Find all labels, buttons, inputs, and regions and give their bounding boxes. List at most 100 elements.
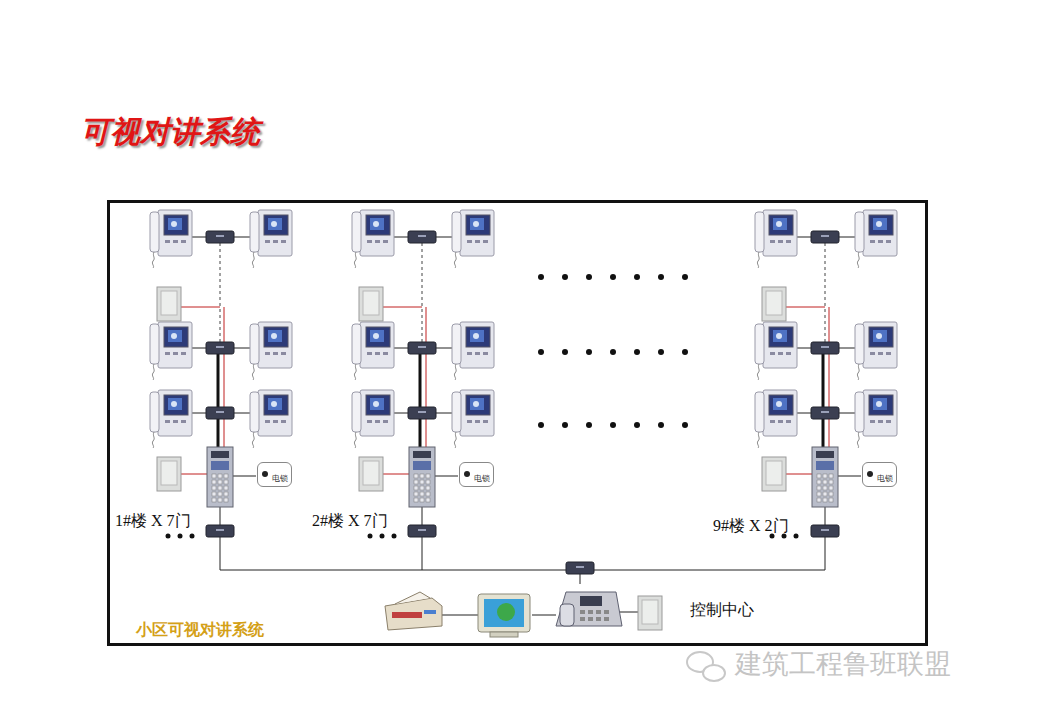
indoor-monitor [352, 322, 394, 380]
indoor-monitor [755, 210, 797, 268]
distributor-led [821, 346, 829, 348]
continuation-dot [392, 534, 397, 539]
main-bus [220, 570, 825, 571]
power-wire [829, 307, 830, 447]
riser-dashed [220, 243, 221, 342]
power-wire [181, 474, 207, 475]
distributor-led [216, 529, 224, 531]
bus-drop [220, 537, 221, 570]
distributor [206, 407, 234, 419]
power-wire [786, 474, 812, 475]
wire [620, 612, 638, 613]
indoor-monitor [855, 210, 897, 268]
indoor-monitor [755, 322, 797, 380]
wechat-icon [687, 652, 725, 681]
building-label: 2#楼 X 7门 [312, 511, 388, 530]
distributor [811, 407, 839, 419]
continuation-dot [166, 534, 171, 539]
printer [385, 592, 442, 630]
continuation-dot [562, 349, 568, 355]
continuation-dot [538, 274, 544, 280]
wire [580, 574, 581, 584]
indoor-monitor [150, 210, 192, 268]
continuation-dot [658, 349, 664, 355]
continuation-dot [538, 349, 544, 355]
riser-bus [419, 354, 422, 447]
indoor-monitor [452, 390, 494, 448]
power-wire [224, 307, 225, 447]
distributor [566, 562, 594, 574]
continuation-dot [610, 422, 616, 428]
power-supply [157, 457, 181, 491]
electric-lock: 电锁 [257, 462, 292, 487]
continuation-dot [634, 422, 640, 428]
electric-lock: 电锁 [459, 462, 494, 487]
door-station [409, 447, 435, 507]
continuation-dot [682, 349, 688, 355]
distributor-led [418, 346, 426, 348]
distributor [408, 342, 436, 354]
indoor-monitor [150, 390, 192, 448]
power-wire [786, 307, 825, 308]
distributor-led [418, 235, 426, 237]
indoor-monitor [250, 210, 292, 268]
distributor-led [821, 235, 829, 237]
lock-dot [464, 471, 470, 477]
electric-lock: 电锁 [862, 462, 897, 487]
door-station [812, 447, 838, 507]
bus-drop [825, 537, 826, 570]
distributor-led [418, 529, 426, 531]
continuation-dot [682, 274, 688, 280]
frame-caption: 小区可视对讲系统 [136, 620, 264, 641]
lock-wire [233, 476, 256, 477]
continuation-dot [586, 349, 592, 355]
power-supply [762, 287, 786, 321]
power-wire [426, 307, 427, 447]
riser-bus [822, 354, 825, 447]
distributor-led [216, 346, 224, 348]
indoor-monitor [855, 322, 897, 380]
power-wire [383, 474, 409, 475]
watermark: 建筑工程鲁班联盟 [735, 648, 951, 680]
continuation-dot [562, 422, 568, 428]
lock-dot [262, 471, 268, 477]
continuation-dot [610, 274, 616, 280]
power-supply [157, 287, 181, 321]
distributor-led [216, 235, 224, 237]
computer [478, 594, 530, 637]
distributor [206, 342, 234, 354]
distributor-led [821, 529, 829, 531]
indoor-monitor [150, 322, 192, 380]
indoor-monitor [855, 390, 897, 448]
lock-wire [838, 476, 861, 477]
building-label: 1#楼 X 7门 [115, 511, 191, 530]
indoor-monitor [755, 390, 797, 448]
building-label: 9#楼 X 2门 [713, 516, 789, 535]
wire [532, 615, 556, 616]
distributor-led [821, 411, 829, 413]
lock-wire [435, 476, 458, 477]
distributor [206, 231, 234, 243]
power-wire [181, 307, 220, 308]
lock-label: 电锁 [474, 466, 490, 484]
distributor [206, 525, 234, 537]
bus-drop [422, 537, 423, 570]
indoor-monitor [452, 322, 494, 380]
continuation-dot [586, 274, 592, 280]
distributor [811, 342, 839, 354]
continuation-dot [190, 534, 195, 539]
riser-dashed [825, 243, 826, 342]
continuation-dot [770, 534, 775, 539]
distributor-led [216, 411, 224, 413]
continuation-dot [178, 534, 183, 539]
wire [440, 615, 478, 616]
distributor-led [576, 566, 584, 568]
indoor-monitor [352, 390, 394, 448]
distributor [408, 407, 436, 419]
distributor [811, 231, 839, 243]
title: 可视对讲系统 [80, 112, 260, 153]
wire [220, 507, 221, 525]
lock-label: 电锁 [272, 466, 288, 484]
